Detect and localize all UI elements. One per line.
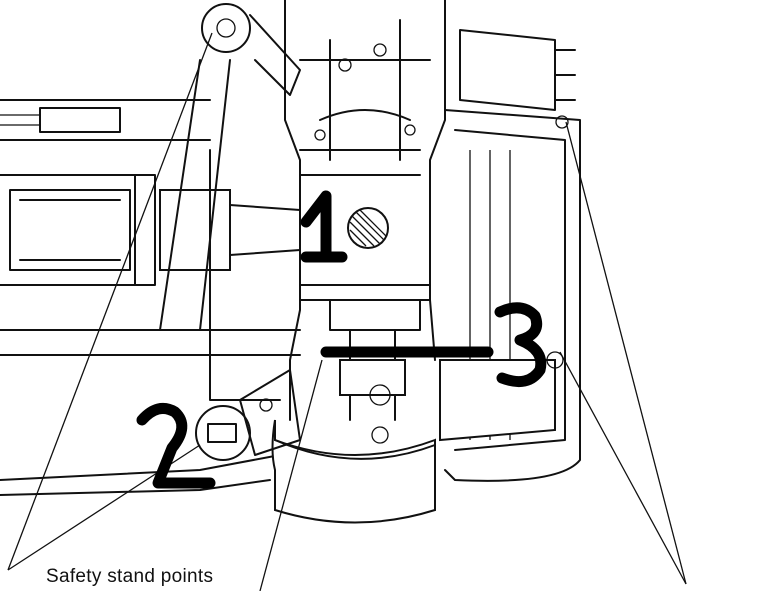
lower-cylinder bbox=[271, 419, 436, 524]
marker-3-glyph bbox=[494, 302, 547, 388]
leader-lines bbox=[7, 32, 687, 591]
upper-mount bbox=[201, 3, 301, 96]
frame-diagonals bbox=[0, 59, 281, 496]
chassis-body bbox=[284, 0, 446, 444]
marker-2-glyph bbox=[136, 402, 216, 489]
safety-stand-caption: Safety stand points bbox=[46, 566, 214, 587]
frame-rails bbox=[0, 99, 301, 356]
marker-1-glyph bbox=[300, 190, 348, 263]
front-jack-point bbox=[347, 207, 389, 249]
driveshaft bbox=[9, 174, 301, 286]
right-housing bbox=[439, 29, 581, 482]
